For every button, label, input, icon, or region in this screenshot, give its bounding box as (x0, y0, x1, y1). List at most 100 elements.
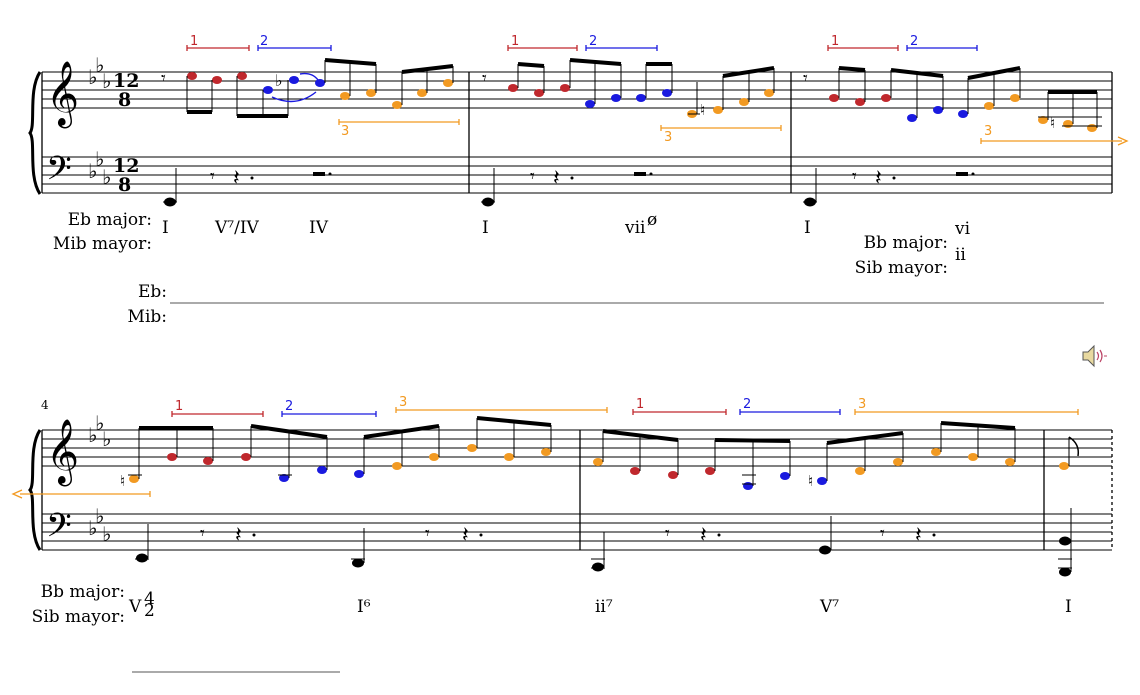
svg-text:♭: ♭ (95, 147, 104, 171)
svg-text:𝄾: 𝄾 (482, 68, 487, 89)
roman-numeral: vii (624, 218, 646, 238)
halfdim-symbol: ø (647, 210, 657, 230)
roman-numeral: I (804, 218, 811, 238)
svg-text:♭: ♭ (95, 504, 104, 528)
bass-staff (42, 513, 1112, 551)
note (585, 100, 595, 108)
treble-clef-icon: 𝄞 (46, 419, 79, 486)
group-label: 2 (910, 34, 918, 49)
note (289, 76, 299, 84)
svg-text:𝄾: 𝄾 (880, 523, 885, 544)
grand-staff-brace (28, 71, 42, 195)
measure-6 (1058, 436, 1080, 577)
roman-numeral: ii (955, 245, 966, 265)
key-label: Sib mayor: (32, 607, 125, 627)
beam-group-blue: ♭ (237, 71, 325, 118)
measure-1-bass: 𝄾 𝄽 (163, 166, 332, 207)
group-label: 2 (589, 34, 597, 49)
group-label: 2 (285, 399, 293, 414)
note (167, 453, 177, 461)
note (237, 72, 247, 80)
group-label: 3 (664, 130, 672, 145)
treble-clef-icon: 𝄞 (46, 61, 79, 128)
bass-clef-icon: 𝄢 (46, 150, 72, 196)
bass-time-num: 12 (113, 155, 139, 177)
roman-numeral: I (482, 218, 489, 238)
measure-1-treble: 𝄾 ♭ (161, 58, 454, 118)
measure-4-bass: 𝄾 𝄽 𝄾 𝄽 (135, 523, 483, 568)
svg-text:𝄽: 𝄽 (553, 166, 560, 191)
bass-key-signature: ♭♭♭ (88, 147, 111, 189)
note (780, 472, 790, 480)
measure-3-bass: 𝄾 𝄽 (803, 166, 975, 207)
svg-text:𝄽: 𝄽 (915, 523, 922, 548)
roman-numeral: V⁷ (819, 597, 839, 617)
roman-numeral: I⁶ (357, 597, 371, 617)
note (508, 84, 518, 92)
inversion-bottom: 2 (144, 601, 155, 621)
roman-numeral: I (1065, 597, 1072, 617)
beam-group-orange (324, 58, 454, 109)
treble-time-num: 12 (113, 70, 139, 92)
svg-text:𝄾: 𝄾 (530, 166, 535, 187)
svg-text:♭: ♭ (88, 516, 97, 540)
note (893, 458, 903, 466)
note (593, 458, 603, 466)
note (819, 545, 831, 555)
svg-text:𝄾: 𝄾 (852, 166, 857, 187)
svg-text:♭: ♭ (102, 427, 111, 451)
note (958, 110, 968, 118)
svg-text:𝄾: 𝄾 (210, 166, 215, 187)
note (668, 471, 678, 479)
note (1038, 116, 1048, 124)
svg-text:♮: ♮ (1050, 114, 1055, 132)
treble-staff (42, 429, 1112, 467)
svg-text:♭: ♭ (88, 159, 97, 183)
note (392, 462, 402, 470)
svg-text:𝄾: 𝄾 (803, 68, 808, 89)
note (429, 453, 439, 461)
inversion-top: 4 (144, 589, 155, 609)
svg-text:𝄽: 𝄽 (875, 166, 882, 191)
group-label: 1 (511, 34, 519, 49)
note (541, 448, 551, 456)
note (764, 89, 774, 97)
measure-3-treble: 𝄾 ♮ (803, 66, 1102, 132)
grand-staff-brace (28, 429, 42, 551)
note (743, 482, 753, 490)
note (417, 89, 427, 97)
note (203, 457, 213, 465)
svg-text:𝄽: 𝄽 (235, 523, 242, 548)
note (855, 98, 865, 106)
svg-text:♮: ♮ (808, 472, 813, 490)
key-label: Eb major: (68, 210, 152, 230)
treble-staff (42, 71, 1112, 109)
roman-numeral: IV (309, 218, 329, 238)
note (534, 89, 544, 97)
system-1: 𝄞 𝄢 ♭♭♭ ♭♭♭ 12 8 12 8 𝄾 (28, 34, 1129, 327)
audio-play-button[interactable] (1080, 342, 1108, 370)
group-label: 2 (260, 34, 268, 49)
note (467, 444, 477, 452)
note (315, 79, 325, 87)
note (1059, 567, 1071, 577)
group-brackets-system-1 (186, 45, 1129, 146)
note (129, 475, 139, 483)
note (1087, 124, 1097, 132)
svg-text:♮: ♮ (700, 101, 705, 119)
measure-4-treble: ♮ (120, 416, 552, 490)
group-label: 3 (399, 395, 407, 410)
roman-numeral: vi (954, 219, 971, 239)
note (560, 84, 570, 92)
note (630, 467, 640, 475)
note (713, 106, 723, 114)
modulation-label: Sib mayor: (855, 258, 948, 278)
note (443, 79, 453, 87)
roman-numeral: V (128, 597, 142, 617)
svg-text:𝄾: 𝄾 (665, 523, 670, 544)
bass-clef-icon: 𝄢 (46, 507, 72, 553)
note (504, 453, 514, 461)
svg-text:♮: ♮ (120, 472, 125, 490)
measure-5-bass: 𝄾 𝄽 𝄾 𝄽 (591, 516, 936, 572)
note (984, 102, 994, 110)
